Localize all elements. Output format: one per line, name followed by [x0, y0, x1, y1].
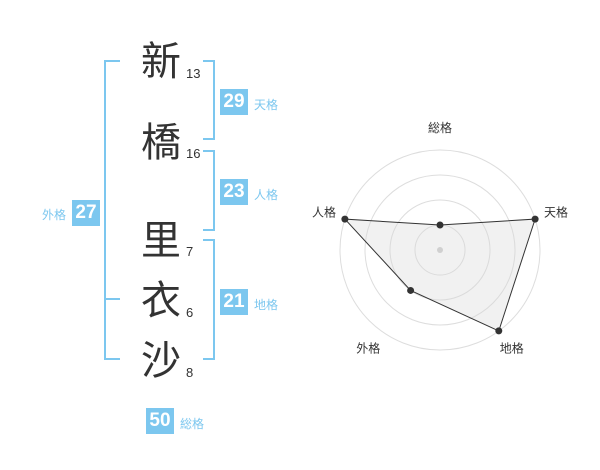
stroke-count-3: 7 — [186, 244, 194, 259]
tenkaku-label: 天格 — [254, 98, 279, 112]
jinkaku-badge: 23 — [220, 179, 248, 205]
name-char-5: 沙 — [141, 338, 181, 384]
radar-ring — [364, 174, 516, 326]
chikaku-label: 地格 — [254, 298, 279, 312]
name-char-1: 新 — [141, 39, 181, 85]
radar-axis-label-5: 人格 — [312, 204, 336, 219]
radar-axis-label-1: 総格 — [428, 120, 452, 135]
radar-axis-label-3: 地格 — [500, 341, 524, 356]
radar-ring — [389, 199, 491, 301]
gaikaku-label: 外格 — [42, 208, 67, 222]
stroke-count-2: 16 — [186, 146, 201, 161]
radar-point-3 — [495, 327, 503, 335]
radar-point-5 — [341, 215, 349, 223]
name-char-2: 橋 — [141, 120, 181, 166]
gaikaku-badge: 27 — [72, 200, 100, 226]
name-char-4: 衣 — [141, 278, 181, 324]
chikaku-badge: 21 — [220, 289, 248, 315]
stroke-count-4: 6 — [186, 305, 194, 320]
stroke-count-5: 8 — [186, 365, 194, 380]
tenkaku-badge: 29 — [220, 89, 248, 115]
radar-ring — [339, 149, 541, 351]
soukaku-label: 総格 — [180, 417, 205, 431]
jinkaku-label: 人格 — [254, 188, 279, 202]
radar-center-dot — [437, 247, 443, 253]
stroke-count-1: 13 — [186, 66, 201, 81]
radar-point-2 — [531, 215, 539, 223]
radar-point-1 — [436, 221, 444, 229]
radar-axis-label-4: 外格 — [356, 341, 380, 356]
radar-point-4 — [407, 286, 415, 294]
soukaku-badge: 50 — [146, 408, 174, 434]
name-char-3: 里 — [141, 218, 181, 264]
radar-series-polygon — [343, 218, 536, 332]
radar-axis-label-2: 天格 — [544, 204, 568, 219]
